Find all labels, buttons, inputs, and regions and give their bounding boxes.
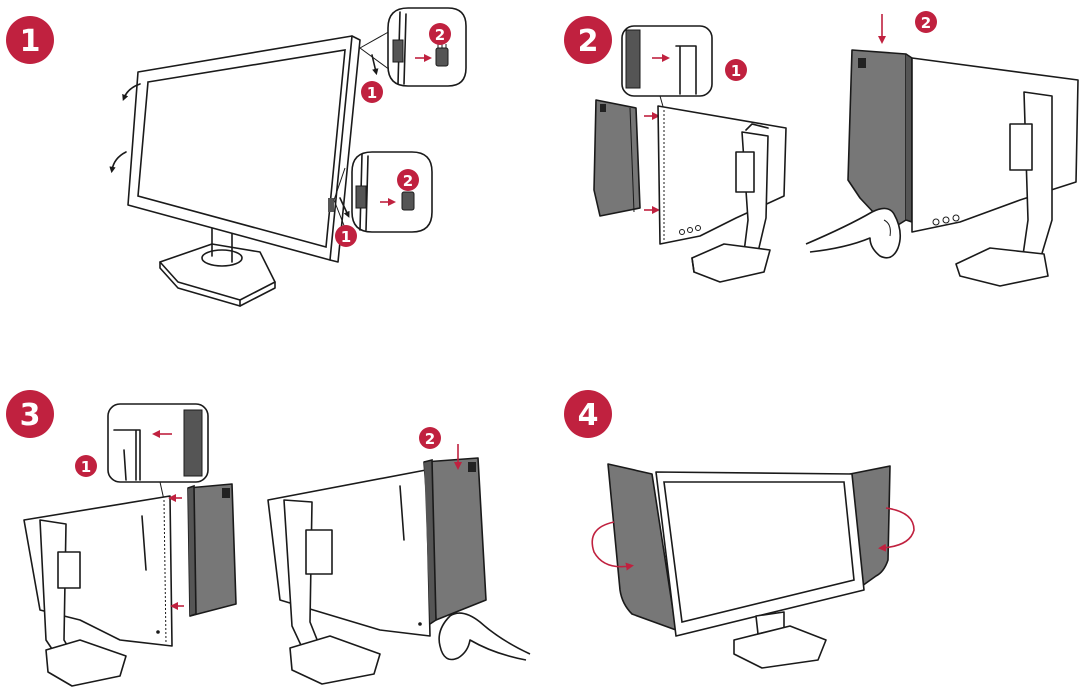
svg-text:1: 1 bbox=[341, 228, 351, 246]
step-1-detail-top bbox=[387, 7, 467, 87]
step-3-detail bbox=[107, 403, 209, 501]
svg-text:2: 2 bbox=[921, 14, 931, 32]
step-2-number: 2 bbox=[578, 24, 599, 59]
step-3-marker-1: 1 bbox=[75, 455, 97, 477]
step-2-marker-1: 1 bbox=[725, 59, 747, 81]
step-2-badge: 2 bbox=[564, 16, 612, 64]
svg-text:2: 2 bbox=[425, 430, 435, 448]
step-2-monitor-back-b bbox=[805, 14, 1079, 287]
step-4-number: 4 bbox=[578, 398, 599, 433]
step-3-panel: 3 1 bbox=[6, 390, 531, 687]
svg-text:1: 1 bbox=[731, 62, 741, 80]
step-2-detail bbox=[621, 25, 713, 111]
step-3-badge: 3 bbox=[6, 390, 54, 438]
step-1-marker-1-bottom: 1 bbox=[335, 225, 357, 247]
step-3-monitor-back-a bbox=[23, 483, 237, 687]
svg-text:2: 2 bbox=[435, 26, 445, 44]
step-1-panel: 1 bbox=[6, 7, 467, 307]
step-4-badge: 4 bbox=[564, 390, 612, 438]
monitor-with-shields bbox=[591, 463, 915, 669]
step-1-detail-bottom bbox=[351, 151, 433, 233]
step-2-marker-2: 2 bbox=[915, 11, 937, 33]
svg-text:1: 1 bbox=[81, 458, 91, 476]
svg-text:1: 1 bbox=[367, 84, 377, 102]
step-1-badge: 1 bbox=[6, 16, 54, 64]
svg-text:2: 2 bbox=[403, 172, 413, 190]
step-3-monitor-back-b bbox=[267, 444, 531, 685]
step-4-panel: 4 bbox=[564, 390, 915, 669]
step-3-number: 3 bbox=[20, 398, 41, 433]
step-2-monitor-back-a bbox=[593, 99, 787, 283]
monitor-front-view bbox=[109, 29, 393, 307]
step-2-panel: 2 1 bbox=[564, 11, 1079, 287]
step-1-marker-2-top: 2 bbox=[429, 23, 451, 45]
step-3-marker-2: 2 bbox=[419, 427, 441, 449]
step-1-marker-2-bottom: 2 bbox=[397, 169, 419, 191]
step-1-marker-1-top: 1 bbox=[361, 81, 383, 103]
step-1-number: 1 bbox=[20, 24, 41, 59]
